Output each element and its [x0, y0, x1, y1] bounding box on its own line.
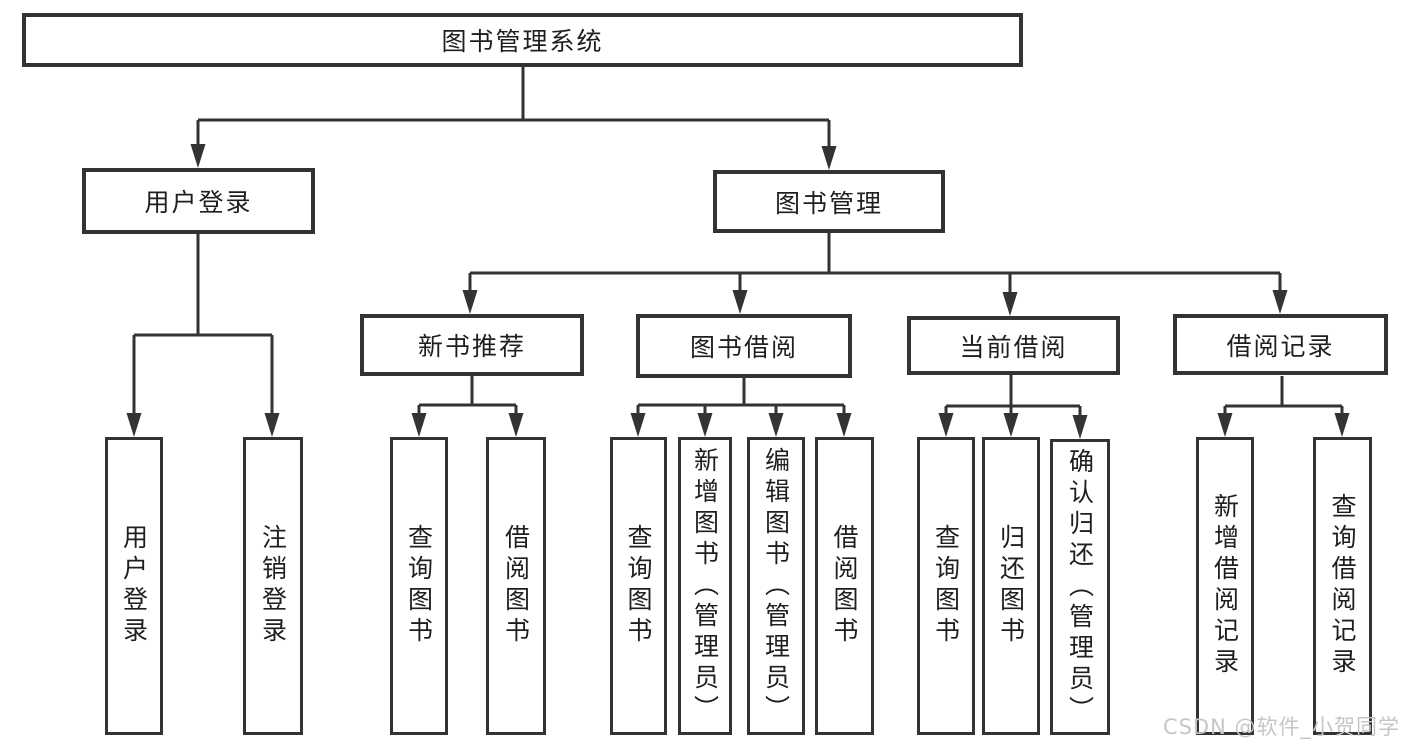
node-leaf-query-books: 查询图书 [610, 437, 667, 735]
arrow-down-icon [1272, 290, 1288, 314]
node-leaf-return-books: 归还图书 [982, 437, 1040, 735]
arrow-down-icon [938, 413, 954, 437]
arrow-down-icon [630, 413, 646, 437]
arrow-down-icon [126, 413, 142, 437]
node-current-borrow: 当前借阅 [907, 316, 1120, 375]
node-leaf-query-borrow-record: 查询借阅记录 [1313, 437, 1372, 735]
node-leaf-query-books: 查询图书 [390, 437, 448, 735]
node-leaf-edit-books-admin: 编辑图书（管理员） [747, 437, 805, 735]
node-root-system: 图书管理系统 [22, 13, 1023, 67]
node-borrow-records: 借阅记录 [1173, 314, 1388, 375]
node-leaf-query-books: 查询图书 [917, 437, 975, 735]
node-user-login-branch: 用户登录 [82, 168, 315, 234]
arrow-down-icon [411, 413, 427, 437]
arrow-down-icon [1217, 413, 1233, 437]
node-book-borrow: 图书借阅 [636, 314, 852, 378]
node-book-management-branch: 图书管理 [713, 170, 945, 233]
arrow-down-icon [190, 144, 206, 168]
node-leaf-add-books-admin: 新增图书（管理员） [678, 437, 732, 735]
node-leaf-add-borrow-record: 新增借阅记录 [1196, 437, 1254, 735]
node-new-book-recommend: 新书推荐 [360, 314, 584, 376]
arrow-down-icon [462, 290, 478, 314]
node-leaf-borrow-books: 借阅图书 [486, 437, 546, 735]
arrow-down-icon [732, 290, 748, 314]
arrow-down-icon [264, 413, 280, 437]
arrow-down-icon [1334, 413, 1350, 437]
arrow-down-icon [697, 413, 713, 437]
node-leaf-borrow-books: 借阅图书 [815, 437, 874, 735]
node-leaf-confirm-return-admin: 确认归还（管理员） [1050, 439, 1110, 735]
arrow-down-icon [821, 146, 837, 170]
arrow-down-icon [1003, 413, 1019, 437]
arrow-down-icon [768, 413, 784, 437]
arrow-down-icon [508, 413, 524, 437]
csdn-watermark: CSDN @软件_小贺同学 [1162, 715, 1400, 739]
node-leaf-user-login: 用户登录 [105, 437, 163, 735]
arrow-down-icon [1002, 292, 1018, 316]
arrow-down-icon [1072, 415, 1088, 439]
arrow-down-icon [836, 413, 852, 437]
node-leaf-logout: 注销登录 [243, 437, 303, 735]
